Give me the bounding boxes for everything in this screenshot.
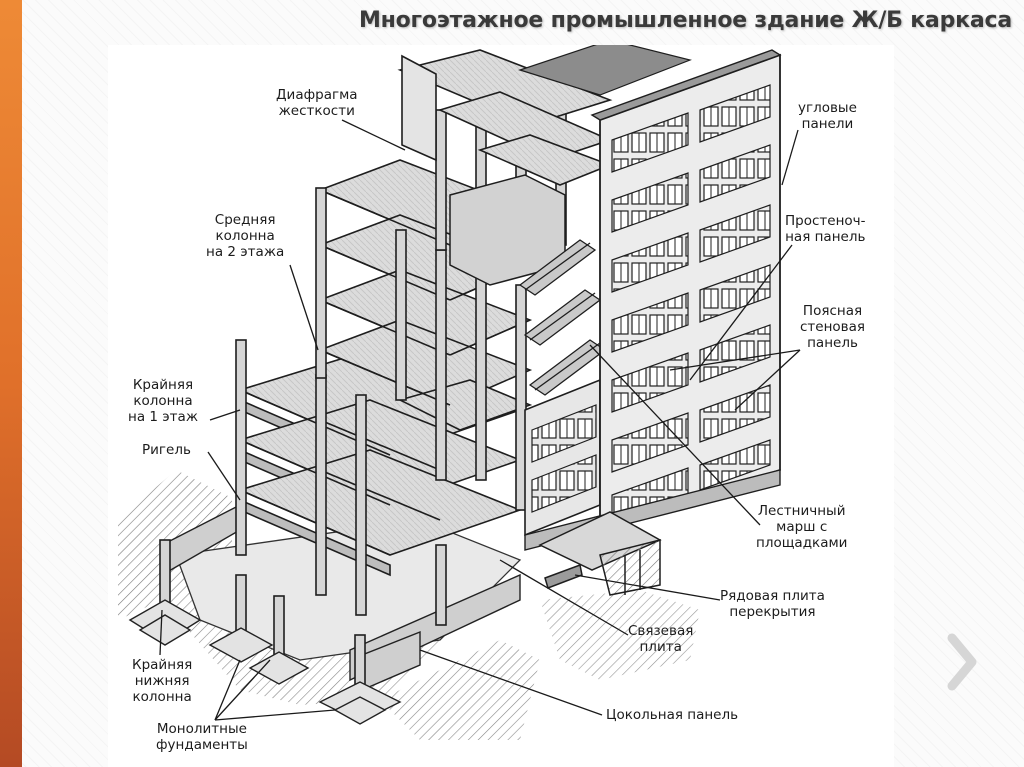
- slide-title: Многоэтажное промышленное здание Ж/Б кар…: [358, 8, 1012, 33]
- label-plinth-panel: Цокольная панель: [606, 707, 739, 723]
- leader-lines: [159, 119, 801, 721]
- window-bands: [531, 84, 771, 521]
- diaphragm-wall: [401, 54, 437, 162]
- plinth-panels: [161, 503, 521, 692]
- building-drawing: [118, 45, 801, 740]
- label-crossbar: Ригель: [142, 442, 191, 458]
- chevron-right-icon[interactable]: [944, 632, 980, 692]
- label-pier-panel: Простеноч-ная панель: [785, 213, 866, 245]
- lower-columns: [159, 339, 447, 701]
- entrance-canopy: [538, 511, 662, 596]
- foundations: [128, 599, 402, 725]
- top-frame: [397, 49, 613, 186]
- accent-bar: [0, 0, 22, 767]
- lower-frame: [237, 349, 523, 577]
